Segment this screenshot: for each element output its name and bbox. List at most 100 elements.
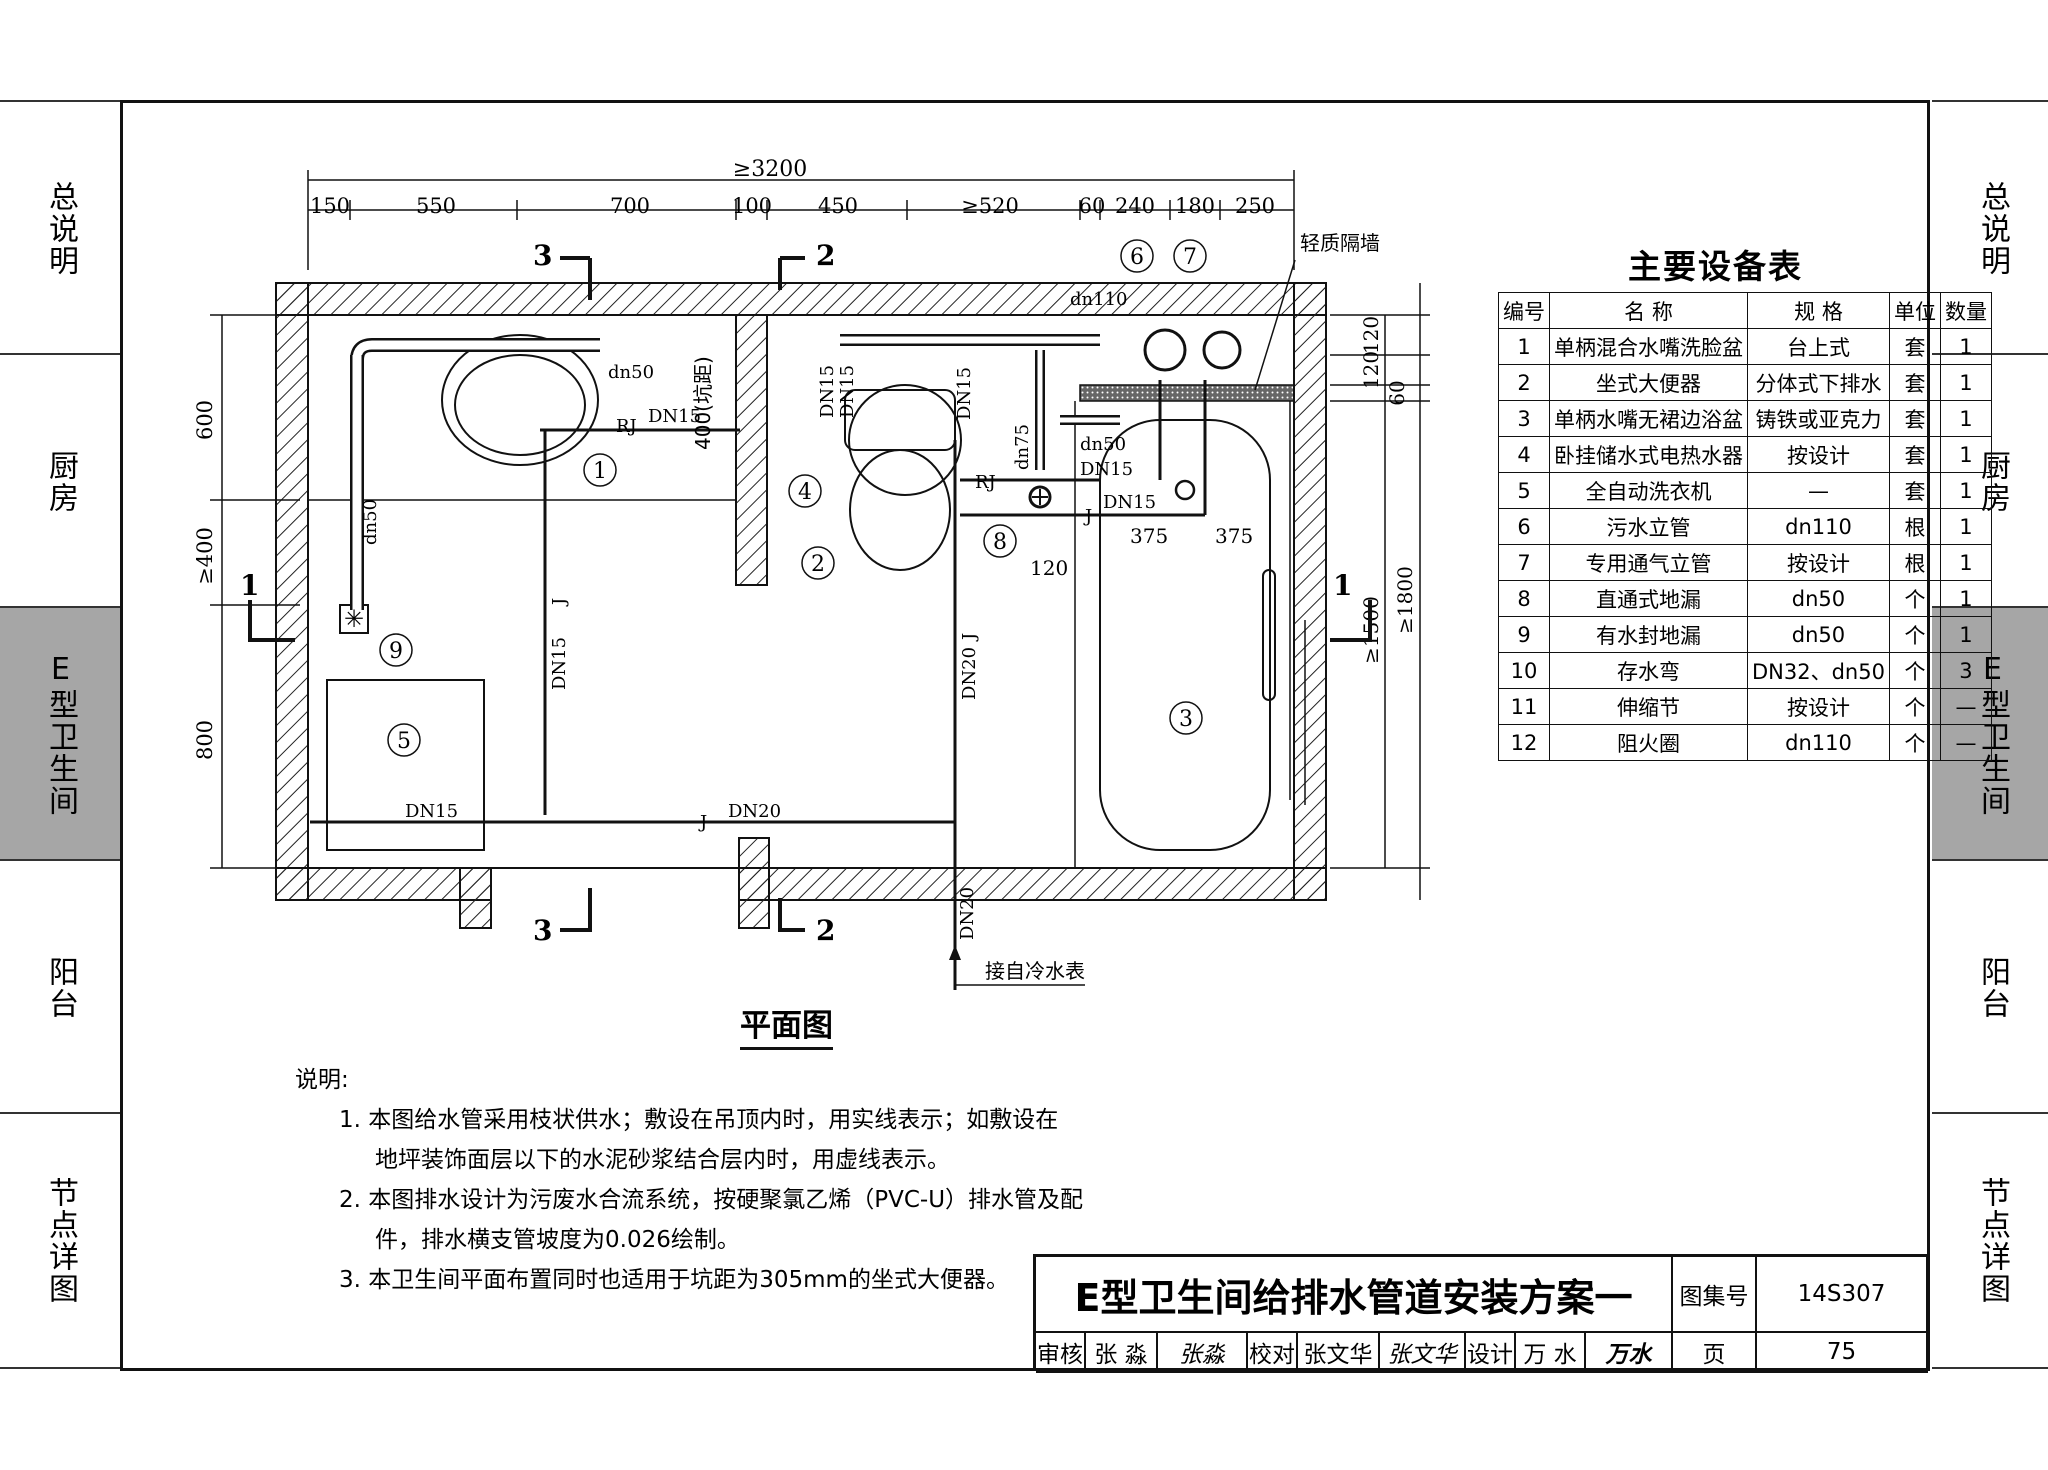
side-tab-details[interactable]: 节点详图 [0, 1112, 120, 1369]
section-label: 3 [533, 239, 552, 272]
callout-label: 4 [798, 480, 812, 505]
dim-label: 240 [1115, 194, 1155, 218]
design-label: 设计 [1466, 1333, 1516, 1373]
pipe-label: 120 [1030, 556, 1068, 580]
pipe-label: RJ [975, 472, 996, 493]
side-tab-balcony[interactable]: 阳台 [1932, 859, 2048, 1114]
vent-stack [1202, 330, 1242, 370]
right-dim-labels: 120 120 60 ≥1500 ≥1800 [1359, 316, 1417, 664]
notes: 说明: 1. 本图给水管采用枝状供水；敷设在吊顶内时，用实线表示；如敷设在 地坪… [295, 1060, 1083, 1300]
callout-label: 9 [389, 639, 403, 664]
floor-drain-icon [1028, 485, 1052, 509]
pipe-label: DN15 [549, 637, 570, 690]
pipe-label: 375 [1130, 524, 1168, 548]
check-label: 校对 [1248, 1333, 1298, 1373]
dim-label: 800 [193, 720, 217, 760]
walls [275, 282, 1327, 929]
section-marks [248, 256, 1372, 932]
fixtures [326, 334, 1276, 851]
atlas-number: 14S307 [1757, 1257, 1928, 1333]
note-line: 地坪装饰面层以下的水泥砂浆结合层内时，用虚线表示。 [375, 1147, 950, 1173]
pipe-label: J [959, 633, 980, 642]
dim-label: 60 [1385, 380, 1409, 405]
dim-label: 180 [1175, 194, 1215, 218]
dim-label: 60 [1079, 194, 1106, 218]
designer-signature: 万水 [1586, 1333, 1673, 1373]
atlas-label: 图集号 [1673, 1257, 1757, 1333]
pipe-label: DN15 [1080, 459, 1133, 480]
pipe-label: DN15 [837, 365, 858, 418]
dim-label: 450 [818, 194, 858, 218]
section-label: 1 [240, 569, 259, 602]
soil-stack [1143, 328, 1187, 372]
dim-label: ≥520 [961, 194, 1019, 218]
title-block: E型卫生间给排水管道安装方案一 图集号 14S307 审核 张 淼 张淼 校对 … [1033, 1254, 1928, 1373]
side-tab-kitchen[interactable]: 厨房 [0, 353, 120, 608]
checker: 张文华 [1298, 1333, 1380, 1373]
callouts: 1 2 3 4 5 6 7 8 9 [379, 239, 1207, 757]
side-tab-bathroom-e[interactable]: E型卫生间 [0, 606, 120, 861]
side-tab-balcony[interactable]: 阳台 [0, 859, 120, 1114]
side-tab-general[interactable]: 总说明 [0, 100, 120, 355]
side-tab-general[interactable]: 总说明 [1932, 100, 2048, 355]
pipe-label: J [1083, 506, 1092, 527]
pipes [310, 334, 1207, 990]
reviewer-signature: 张淼 [1158, 1333, 1248, 1373]
section-labels: 1 1 2 2 3 3 [240, 239, 1352, 947]
plan-title: 平面图 [740, 1000, 833, 1050]
partition-wall-label: 轻质隔墙 [1300, 231, 1380, 255]
top-dimensions [307, 170, 1295, 270]
pipe-label: DN15 [954, 367, 975, 420]
pipe-label: J [549, 598, 570, 607]
pipe-label: DN15 [648, 406, 701, 427]
dim-label: ≥400 [193, 527, 217, 585]
left-dim-labels: 600 ≥400 800 [193, 400, 217, 760]
dim-label: 700 [610, 194, 650, 218]
dim-label: 150 [310, 194, 350, 218]
callout-label: 3 [1179, 707, 1193, 732]
pipe-label: dn110 [1070, 289, 1127, 310]
pipe-label: dn75 [1012, 424, 1033, 470]
section-label: 1 [1333, 569, 1352, 602]
notes-heading: 说明: [295, 1067, 349, 1093]
reviewer: 张 淼 [1086, 1333, 1158, 1373]
page-number: 75 [1757, 1333, 1928, 1373]
checker-signature: 张文华 [1380, 1333, 1466, 1373]
callout-label: 6 [1130, 245, 1144, 270]
pipe-label: 400(坑距) [691, 356, 715, 450]
inlet-arrow [949, 945, 961, 960]
pipe-label: DN20 [959, 647, 980, 700]
callout-label: 8 [993, 530, 1007, 555]
pipe-label: DN15 [1103, 492, 1156, 513]
section-label: 3 [533, 914, 552, 947]
dim-label: 550 [416, 194, 456, 218]
dim-label: ≥1800 [1393, 566, 1417, 634]
left-side-tabs: 总说明 厨房 E型卫生间 阳台 节点详图 [0, 100, 120, 1369]
drawing-title: E型卫生间给排水管道安装方案一 [1036, 1257, 1673, 1333]
dim-total: ≥3200 [733, 157, 807, 182]
dim-label: 120 [1359, 351, 1383, 389]
table-header: 数量 [1939, 292, 1992, 329]
dim-label: 120 [1359, 316, 1383, 354]
dim-label: 100 [732, 194, 772, 218]
section-label: 2 [816, 239, 835, 272]
left-dimensions [210, 314, 300, 869]
top-dim-labels: 150 550 700 100 450 ≥520 60 240 180 250 [310, 194, 1275, 218]
pipe-label: 接自冷水表 [985, 959, 1085, 983]
table-header: 名 称 [1549, 292, 1748, 329]
page-label: 页 [1673, 1333, 1757, 1373]
pipe-label: 375 [1215, 524, 1253, 548]
side-tab-details[interactable]: 节点详图 [1932, 1112, 2048, 1369]
pipe-label: DN15 [405, 801, 458, 822]
pipe-label: J [698, 812, 707, 833]
designer: 万 水 [1516, 1333, 1586, 1373]
